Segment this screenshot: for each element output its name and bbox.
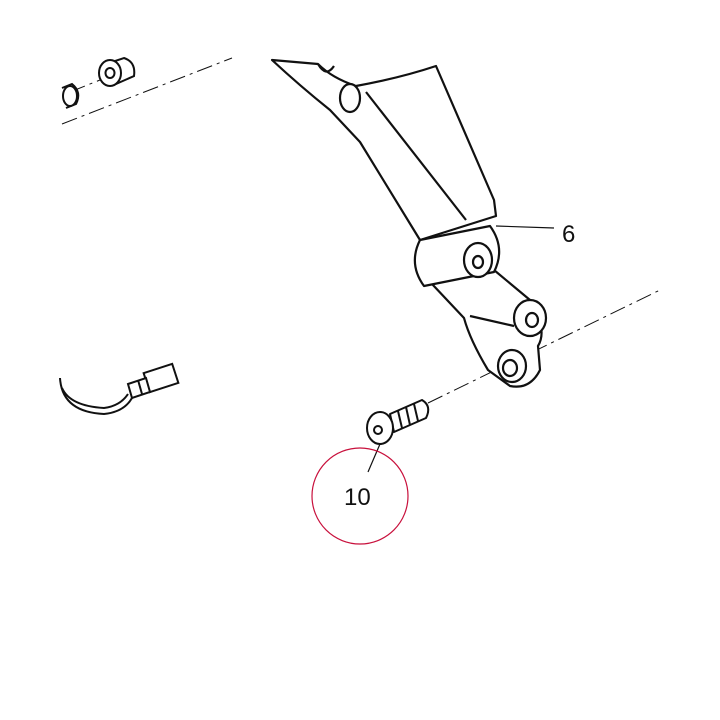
screw-part xyxy=(366,399,430,445)
bracket-edge-line xyxy=(365,91,467,221)
callout-10-highlight-circle xyxy=(311,447,409,545)
lower-boss-hole xyxy=(524,311,540,329)
screw-hex-socket xyxy=(373,425,383,435)
cable-wire-inner xyxy=(61,387,129,410)
bolt-center-line xyxy=(427,289,661,404)
screw-thread-3 xyxy=(413,403,419,422)
pivot-cylinder-hole xyxy=(471,254,485,270)
bushing-part xyxy=(61,56,136,109)
upper-left-center-line xyxy=(61,57,233,125)
leader-lines xyxy=(367,225,555,473)
screw-thread-2 xyxy=(405,406,411,426)
screw-shank xyxy=(389,399,430,433)
leader-6 xyxy=(495,225,555,229)
cable-connector xyxy=(59,362,180,416)
callout-10-label: 10 xyxy=(344,484,371,511)
leader-10 xyxy=(367,443,381,473)
bracket-upper-arm xyxy=(270,58,498,242)
upper-pivot-hole xyxy=(338,82,362,114)
bracket-web-line xyxy=(469,314,515,328)
callout-6-label: 6 xyxy=(562,221,575,248)
connector-collar xyxy=(126,376,152,400)
upper-arc xyxy=(317,63,335,73)
bushing-hole xyxy=(104,67,116,79)
connector-ridge xyxy=(137,379,143,395)
foot-hole-inner xyxy=(501,358,519,378)
stand-bracket xyxy=(270,58,548,388)
cable-wire xyxy=(59,377,133,416)
pin-end xyxy=(62,85,78,107)
screw-thread-1 xyxy=(397,410,403,429)
